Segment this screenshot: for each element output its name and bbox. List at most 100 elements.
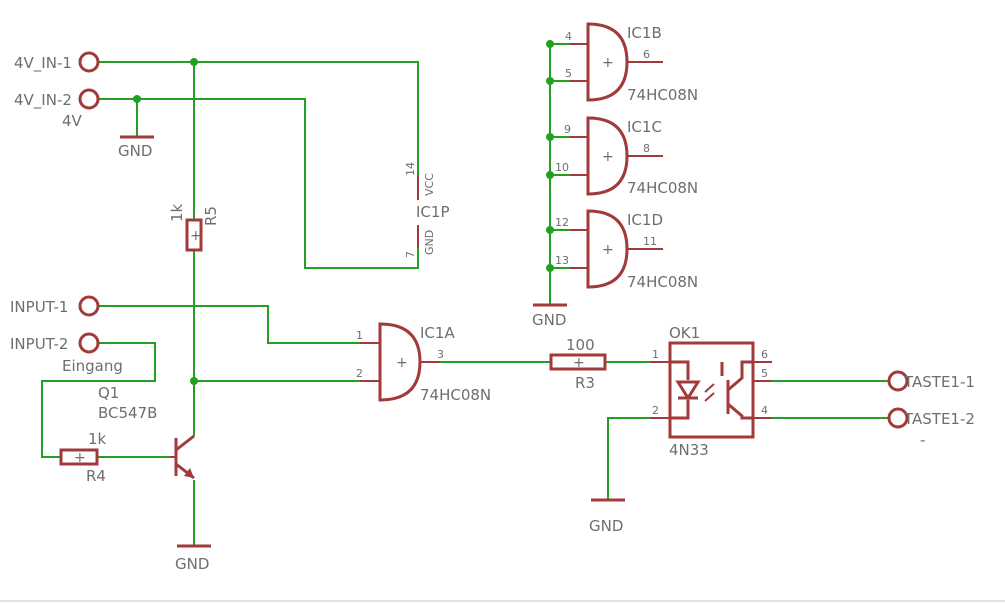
gnd-symbol-3: GND <box>532 303 567 329</box>
port-connector-icon <box>887 407 909 429</box>
port-input1-label: INPUT-1 <box>10 298 68 316</box>
resistor-plus-mark: + <box>190 228 202 244</box>
gate-ic1d-name: IC1D <box>627 211 663 229</box>
transistor-q1-name: Q1 <box>98 384 119 402</box>
transistor-collector-lead <box>175 434 195 452</box>
port-connector-icon <box>887 370 909 392</box>
and-gate-icon <box>586 209 629 289</box>
gate-pin-number: 10 <box>555 161 569 174</box>
port-vin2-label: 4V_IN-2 <box>14 91 72 110</box>
port-vin1: 4V_IN-1 <box>14 51 100 73</box>
port-input2-label: INPUT-2 <box>10 335 68 353</box>
junction-dot <box>133 95 141 103</box>
and-gate-icon <box>378 322 422 402</box>
port-input2-value: Eingang <box>62 357 123 375</box>
wire-vin2-gnd <box>98 98 419 269</box>
port-taste2: TASTE1-2 - <box>887 407 975 449</box>
gate-pin-number: 5 <box>565 67 572 80</box>
power-vcc-pin-number: 14 <box>404 162 417 176</box>
junction-dot <box>546 133 554 141</box>
optocoupler-name: OK1 <box>669 324 700 342</box>
resistor-plus-mark: + <box>74 450 86 466</box>
gate-ic1c-name: IC1C <box>627 118 662 136</box>
light-arrow-icon <box>704 392 715 402</box>
resistor-icon <box>549 353 607 371</box>
gate-ic1b-value: 74HC08N <box>627 86 698 104</box>
wires <box>41 43 892 545</box>
gate-pin-number: 2 <box>356 367 363 380</box>
port-vin2: 4V_IN-2 4V <box>14 88 100 130</box>
junction-dot <box>546 77 554 85</box>
resistor-r3-value: 100 <box>566 336 595 354</box>
gate-ic1b: + 4 5 6 IC1B 74HC08N <box>565 22 698 104</box>
gate-pin-number: 3 <box>437 348 444 361</box>
gnd-symbol-2: GND <box>175 544 211 573</box>
led-icon <box>675 380 701 401</box>
wire-vin1-vcc <box>98 61 419 175</box>
optocoupler-ok1: 1 2 6 5 4 OK1 4N33 <box>650 324 772 459</box>
junction-dot <box>546 264 554 272</box>
power-gnd-pin-number: 7 <box>404 251 417 258</box>
gate-ic1c: + 9 10 8 IC1C 74HC08N <box>555 116 698 197</box>
gnd-symbol-4: GND <box>589 498 625 535</box>
port-taste2-label: TASTE1-2 <box>903 410 975 428</box>
port-input1: INPUT-1 <box>10 295 100 317</box>
junction-dot <box>190 58 198 66</box>
light-arrow-icon <box>704 383 715 393</box>
resistor-r3-name: R3 <box>575 374 595 392</box>
port-connector-icon <box>78 51 100 73</box>
gate-ic1d-value: 74HC08N <box>627 273 698 291</box>
resistor-r4-value: 1k <box>88 430 107 448</box>
resistor-r5-value: 1k <box>168 203 186 222</box>
resistor-r3: + 100 R3 <box>549 336 607 392</box>
led-lead <box>670 360 690 420</box>
port-taste1-label: TASTE1-1 <box>903 373 975 391</box>
gate-ic1d: + 12 13 11 IC1D 74HC08N <box>555 209 698 291</box>
port-taste1: TASTE1-1 <box>887 370 975 392</box>
gate-ic1a: + 1 2 3 IC1A 74HC08N <box>356 322 491 404</box>
optocoupler-pin-number: 4 <box>761 404 768 417</box>
gate-pin-number: 8 <box>643 142 650 155</box>
wire-input2 <box>41 342 156 458</box>
gnd-label: GND <box>118 142 152 160</box>
optocoupler-body <box>668 341 755 439</box>
optocoupler-pin-number: 1 <box>652 348 659 361</box>
gnd-label: GND <box>532 311 566 329</box>
gate-ic1a-name: IC1A <box>420 324 455 342</box>
and-gate-icon <box>586 116 629 196</box>
and-gate-icon <box>586 22 629 102</box>
port-connector-icon <box>78 88 100 110</box>
gate-ic1c-value: 74HC08N <box>627 179 698 197</box>
optocoupler-value: 4N33 <box>669 441 709 459</box>
resistor-r5-name: R5 <box>202 206 220 226</box>
optocoupler-pin-number: 5 <box>761 367 768 380</box>
power-vcc-label: VCC <box>423 173 436 196</box>
resistor-r5: + 1k R5 <box>168 203 220 252</box>
gate-pin-number: 13 <box>555 254 569 267</box>
gate-plus-mark: + <box>602 55 614 71</box>
phototransistor-collector <box>727 360 753 392</box>
power-gnd-label: GND <box>423 230 436 255</box>
gate-plus-mark: + <box>602 149 614 165</box>
gate-pin-number: 4 <box>565 30 572 43</box>
gate-pin-number: 1 <box>356 329 363 342</box>
power-block-name: IC1P <box>416 203 450 221</box>
junction-dot <box>546 171 554 179</box>
transistor-q1-value: BC547B <box>98 404 157 422</box>
phototransistor-emitter <box>727 402 753 420</box>
gate-pin-number: 11 <box>643 235 657 248</box>
junction-dot <box>190 377 198 385</box>
gate-pin-number: 6 <box>643 48 650 61</box>
gate-plus-mark: + <box>602 242 614 258</box>
resistor-plus-mark: + <box>573 355 585 371</box>
optocoupler-pin-number: 2 <box>652 404 659 417</box>
port-connector-icon <box>78 332 100 354</box>
resistor-icon <box>59 448 99 466</box>
port-connector-icon <box>78 295 100 317</box>
wire-ok1-gnd <box>607 417 650 500</box>
resistor-r4-name: R4 <box>86 467 106 485</box>
resistor-r4: + 1k R4 <box>59 430 107 485</box>
gate-ic1a-value: 74HC08N <box>420 386 491 404</box>
transistor-q1: Q1 BC547B <box>98 384 195 480</box>
